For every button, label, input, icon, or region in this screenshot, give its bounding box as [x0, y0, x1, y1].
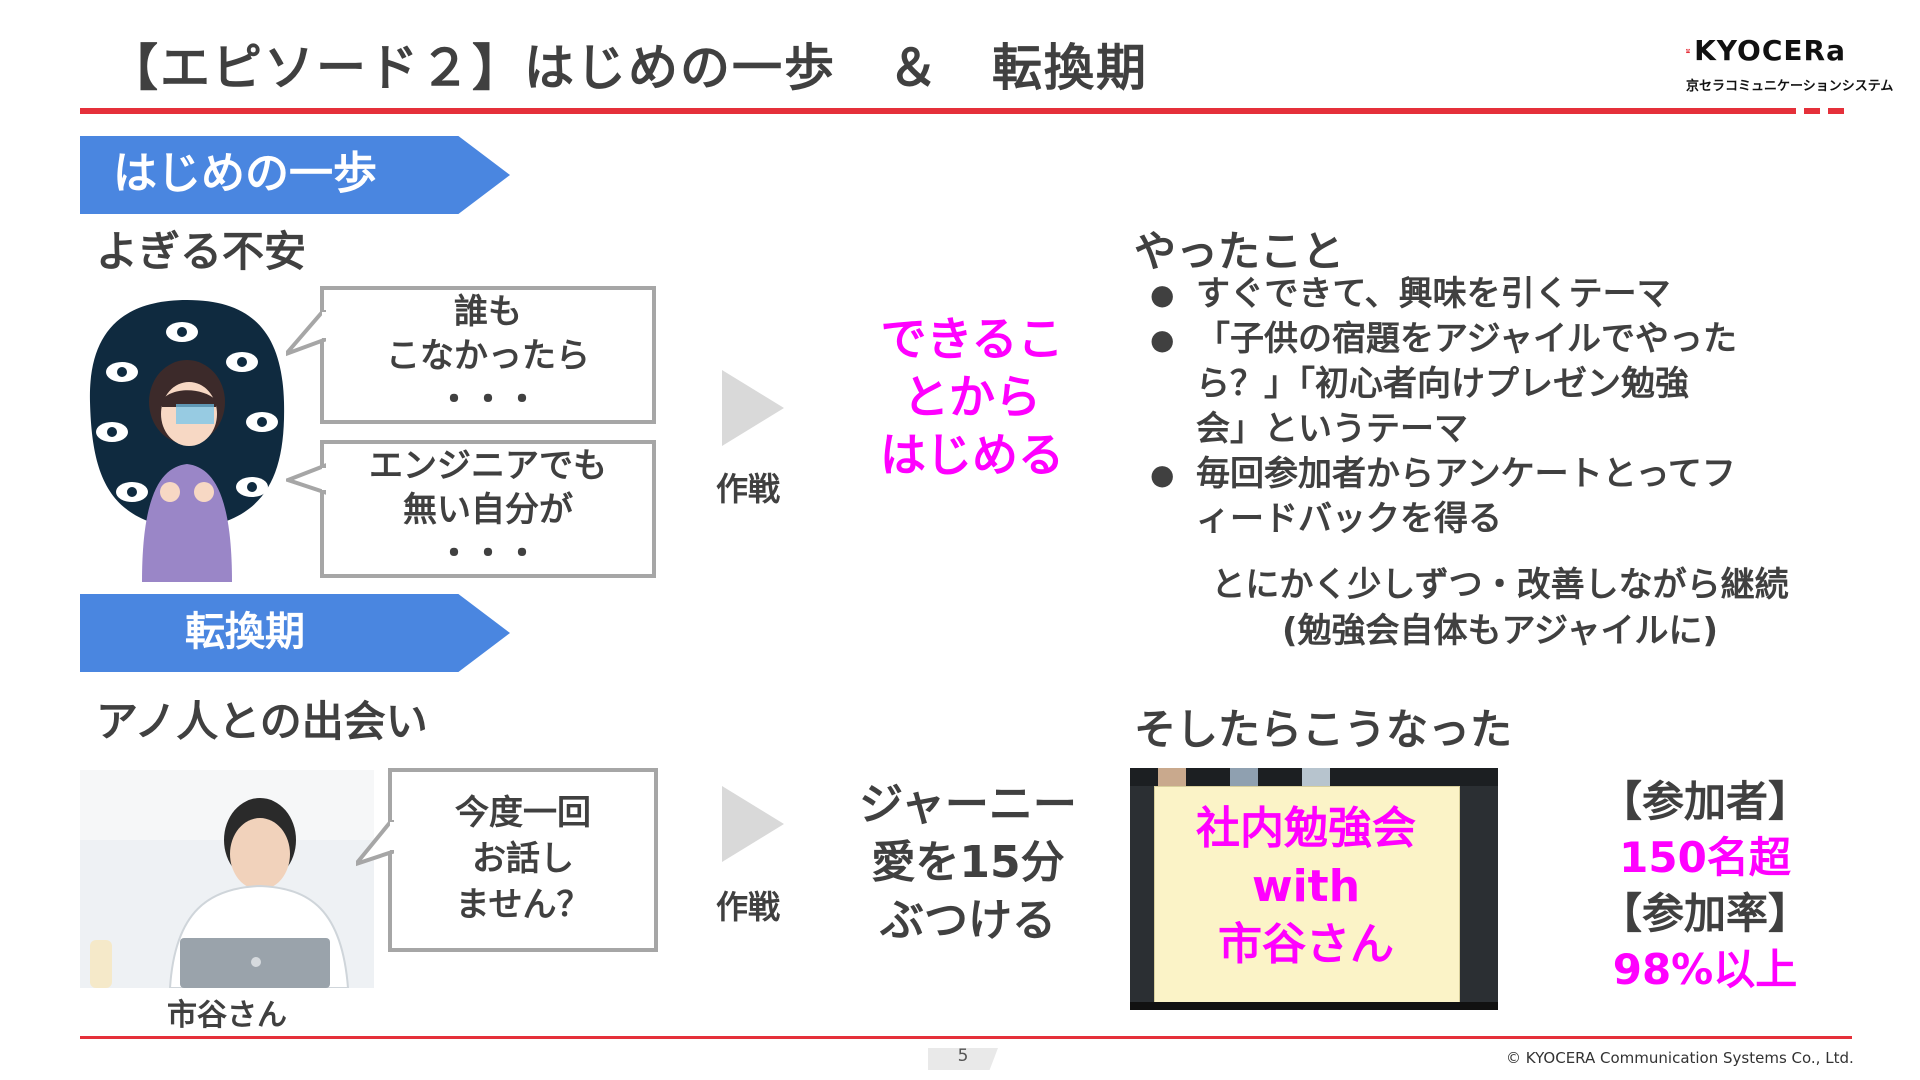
bubble-line: ません？ [455, 885, 591, 925]
banner-label: はじめの一歩 [113, 148, 377, 199]
page-number: 5 [957, 1046, 969, 1066]
video-conference-screenshot: 社内勉強会 with 市谷さん [1130, 768, 1498, 1010]
bubble-line: お話し [472, 839, 574, 879]
bubble-line: 今度一回 [455, 793, 591, 833]
screen-line: 市谷さん [1218, 919, 1394, 970]
bubble-line: 誰も [454, 292, 522, 332]
strategy-line: ぶつける [880, 895, 1056, 946]
speech-bubble-nobody-comes: 誰も こなかったら ・・・ [320, 286, 656, 424]
photo-caption: 市谷さん [167, 998, 287, 1033]
screen-line: with [1251, 861, 1361, 912]
note-line: とにかく少しずつ・改善しながら継続 [1211, 565, 1789, 605]
participation-rate-label: 【参加率】 [1599, 889, 1810, 938]
list-item-text: 「子供の宿題をアジャイルでやった [1196, 319, 1737, 359]
list-item-text: 毎回参加者からアンケートとってフ [1196, 454, 1736, 494]
strategy-label: 作戦 [716, 470, 781, 508]
logo-subtitle: 京セラコミュニケーションシステム [1686, 79, 1894, 94]
worried-woman-illustration [89, 300, 285, 582]
bullet-icon: ● [1150, 323, 1175, 356]
taskbar [1130, 1002, 1498, 1010]
shared-screen-text: 社内勉強会 with 市谷さん [1154, 800, 1458, 974]
strategy-line: とから [903, 370, 1041, 424]
bubble-line: 無い自分が [403, 490, 573, 530]
list-item: ● すぐできて、興味を引くテーマ [1150, 272, 1830, 317]
strategy-text: できるこ とから はじめる [862, 310, 1082, 484]
list-item-text: すぐできて、興味を引くテーマ [1196, 274, 1671, 314]
participants-label: 【参加者】 [1599, 777, 1810, 826]
participants-value: 150名超 [1619, 833, 1791, 882]
strategy-line: はじめる [880, 428, 1064, 482]
right-arrow-icon [722, 786, 784, 862]
result-heading: そしたらこうなった [1134, 705, 1513, 754]
strategy-text: ジャーニー 愛を15分 ぶつける [846, 776, 1090, 950]
bubble-tail [356, 820, 396, 867]
bubble-line: エンジニアでも [369, 446, 607, 486]
bubble-line: こなかったら [386, 336, 590, 376]
shared-screen-slide [1154, 786, 1460, 1004]
anxiety-heading: よぎる不安 [96, 227, 307, 276]
continuous-improvement-note: とにかく少しずつ・改善しながら継続 (勉強会自体もアジャイルに) [1170, 562, 1830, 654]
strategy-line: 愛を15分 [871, 837, 1065, 888]
speech-bubble-not-engineer: エンジニアでも 無い自分が ・・・ [320, 440, 656, 578]
participant-thumbnail [1230, 768, 1258, 786]
section-banner-first-step: はじめの一歩 [80, 136, 510, 214]
strategy-line: できるこ [880, 312, 1064, 366]
bullet-icon: ● [1150, 458, 1175, 491]
header-divider [80, 108, 1818, 114]
speech-bubble-lets-talk: 今度一回 お話し ません？ [388, 768, 658, 952]
bubble-tail [286, 463, 326, 495]
list-item-text: 会」というテーマ [1196, 409, 1468, 449]
right-arrow-icon [722, 370, 784, 446]
participant-thumbnail [1158, 768, 1186, 786]
list-item-text: ら？」「初心者向けプレゼン勉強 [1196, 364, 1689, 404]
list-item: ● 「子供の宿題をアジャイルでやった ら？」「初心者向けプレゼン勉強 会」という… [1150, 317, 1830, 452]
section-banner-turning-point: 転換期 [80, 594, 510, 672]
screen-line: 社内勉強会 [1196, 803, 1416, 854]
copyright-notice: © KYOCERA Communication Systems Co., Ltd… [1506, 1049, 1854, 1067]
participant-thumbnail [1302, 768, 1330, 786]
strategy-line: ジャーニー [859, 779, 1077, 830]
kyocera-mark-icon [1686, 48, 1691, 53]
ichitani-photo [80, 770, 374, 988]
list-item: ● 毎回参加者からアンケートとってフ ィードバックを得る [1150, 452, 1830, 542]
list-item-text: ィードバックを得る [1196, 499, 1502, 539]
strategy-label: 作戦 [716, 888, 781, 926]
header-divider-dashes [1780, 108, 1850, 114]
participation-rate-value: 98%以上 [1612, 945, 1798, 994]
banner-label: 転換期 [185, 609, 305, 655]
what-we-did-heading: やったこと [1134, 227, 1345, 276]
meeting-heading: アノ人との出会い [96, 697, 428, 746]
actions-list: ● すぐできて、興味を引くテーマ ● 「子供の宿題をアジャイルでやった ら？」「… [1150, 272, 1830, 542]
note-line: (勉強会自体もアジャイルに) [1281, 611, 1719, 651]
bubble-line: ・・・ [437, 534, 539, 574]
slide-title: 【エピソード２】はじめの一歩 ＆ 転換期 [108, 39, 1148, 97]
page-number-tab [928, 1048, 998, 1070]
bullet-icon: ● [1150, 278, 1175, 311]
result-stats: 【参加者】 150名超 【参加率】 98%以上 [1580, 774, 1830, 998]
logo-wordmark: KYOCERa [1694, 34, 1846, 67]
bubble-line: ・・・ [437, 380, 539, 420]
footer-divider [80, 1036, 1852, 1039]
bubble-tail [286, 310, 326, 357]
company-logo: KYOCERa 京セラコミュニケーションシステム [1686, 34, 1894, 94]
